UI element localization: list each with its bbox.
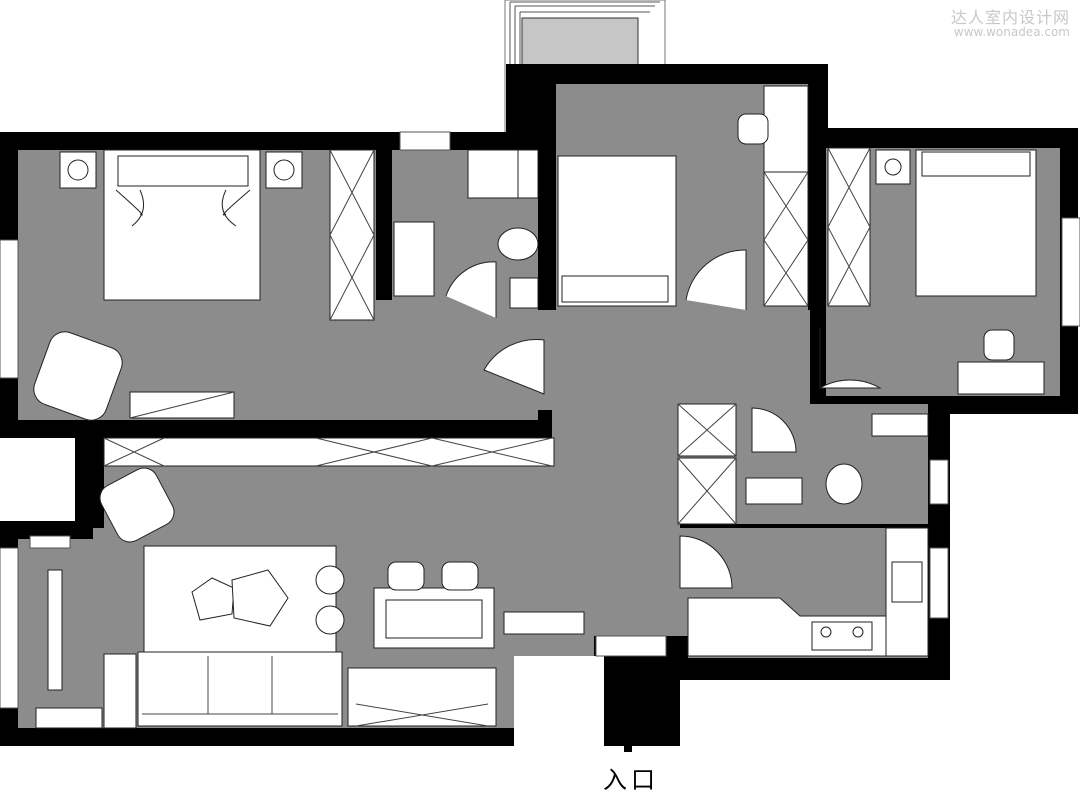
dining-chair [441,561,479,591]
door [679,535,733,589]
cabinet [763,85,809,173]
wardrobe [763,171,809,307]
door [483,339,545,395]
stool [315,605,345,635]
chair [983,329,1015,361]
door [751,407,797,453]
door [685,249,747,310]
entrance-label: 入口 [603,766,659,794]
dining-chair [387,561,425,591]
sideboard [347,667,497,727]
sofa [137,651,343,727]
stove [811,621,873,651]
bathroom-2 [677,403,929,525]
living-dining [35,339,585,729]
master-bedroom [33,149,375,421]
kitchen [679,527,929,657]
tv-unit [47,569,63,691]
door [819,328,882,389]
entrance-arrow-icon [618,726,638,752]
master-bathroom [393,149,539,318]
desk [957,361,1045,395]
stool [315,565,345,595]
nightstand-left [59,151,97,189]
washer [467,149,519,199]
windows [0,131,1080,709]
middle-bedroom [557,85,809,310]
watermark-url: www.wonadea.com [953,25,1070,39]
vanity [745,477,803,505]
wardrobe [827,147,871,307]
chair [737,113,769,145]
side-table [103,653,137,729]
door [445,261,497,318]
armchair [33,331,123,421]
vanity [393,221,435,297]
watermark-title: 达人室内设计网 [950,8,1070,27]
toilet [825,463,863,505]
toilet [497,227,539,261]
wall-cabinet [103,437,555,467]
wardrobe [329,149,375,321]
sink [891,561,923,603]
right-bedroom [819,147,1045,395]
armchair [99,467,175,543]
nightstand-right [265,151,303,189]
